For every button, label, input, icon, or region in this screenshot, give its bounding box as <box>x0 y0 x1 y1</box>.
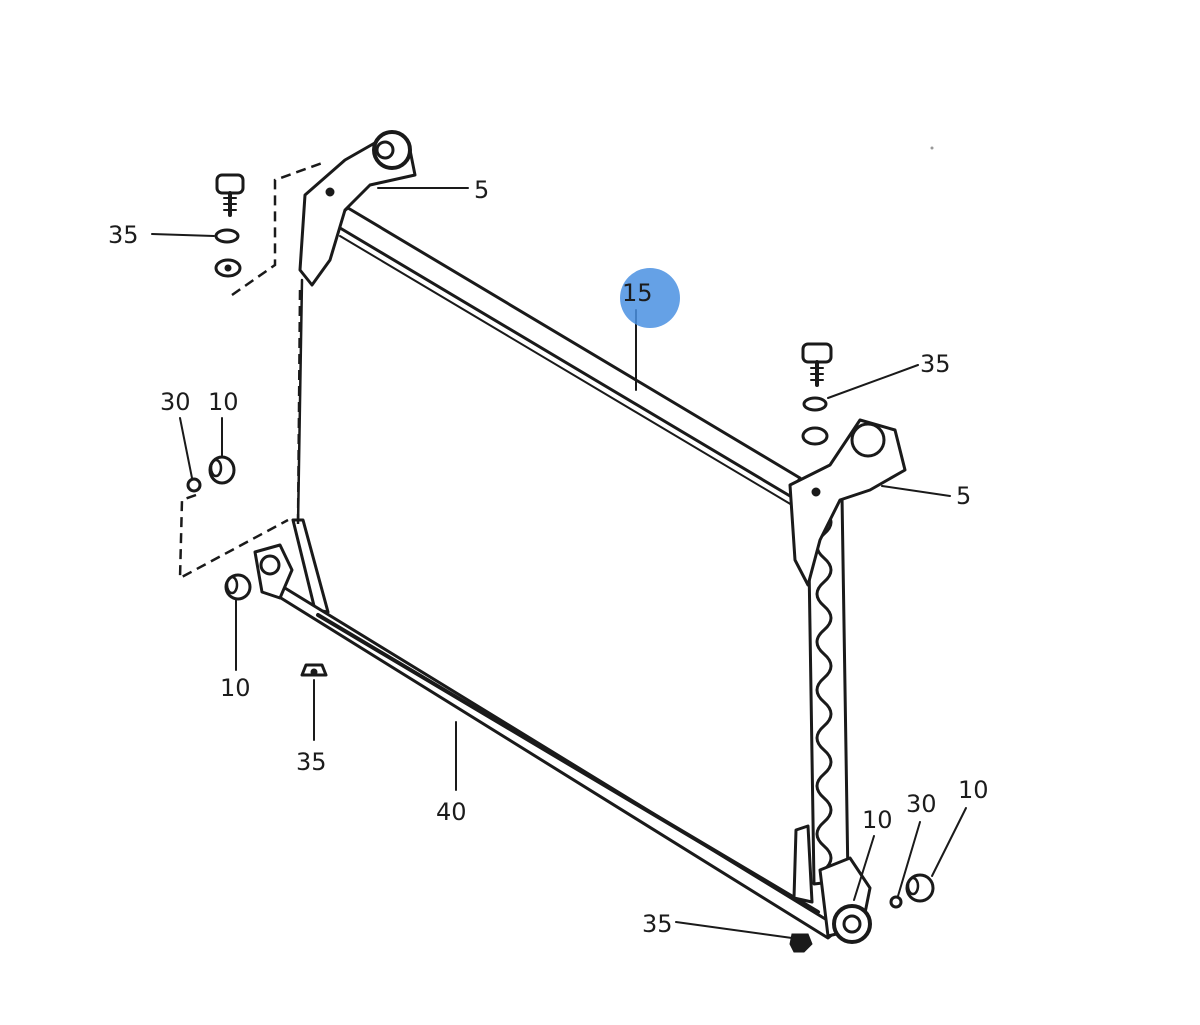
callout-10-right-inner[interactable]: 10 <box>862 806 893 834</box>
callout-10-left-upper[interactable]: 10 <box>208 388 239 416</box>
upper-left-bracket <box>298 130 417 287</box>
nut-lower-left <box>300 663 328 677</box>
callout-labels: 5 35 15 35 5 30 10 10 35 40 10 30 10 35 <box>108 176 989 938</box>
grommet-left-lower <box>224 573 252 601</box>
hardware <box>186 173 935 953</box>
callout-40[interactable]: 40 <box>436 798 467 826</box>
grommet-left-upper <box>208 455 236 485</box>
callout-35-upper-left[interactable]: 35 <box>108 221 139 249</box>
pin-left <box>186 477 202 493</box>
lower-left-mount <box>253 543 294 600</box>
callout-10-right-outer[interactable]: 10 <box>958 776 989 804</box>
callout-10-left-lower[interactable]: 10 <box>220 674 251 702</box>
callout-30-right[interactable]: 30 <box>906 790 937 818</box>
callout-5-upper[interactable]: 5 <box>474 176 489 204</box>
leader-lines <box>151 187 967 939</box>
grommet-right <box>905 873 935 903</box>
bolt-upper-left <box>214 173 245 278</box>
callout-35-bottom[interactable]: 35 <box>642 910 673 938</box>
callout-35-lower-left[interactable]: 35 <box>296 748 327 776</box>
assembly-guides <box>178 160 326 581</box>
bolt-upper-right <box>801 342 833 446</box>
callout-30-left[interactable]: 30 <box>160 388 191 416</box>
callout-35-upper-right[interactable]: 35 <box>920 350 951 378</box>
pin-right <box>889 895 903 909</box>
speck <box>930 146 934 150</box>
part-15-highlight[interactable] <box>620 268 680 328</box>
radiator-assembly <box>266 206 872 944</box>
right-bracket <box>788 418 907 587</box>
nut-bottom <box>789 933 813 953</box>
callout-15[interactable]: 15 <box>622 279 653 307</box>
callout-5-right[interactable]: 5 <box>956 482 971 510</box>
